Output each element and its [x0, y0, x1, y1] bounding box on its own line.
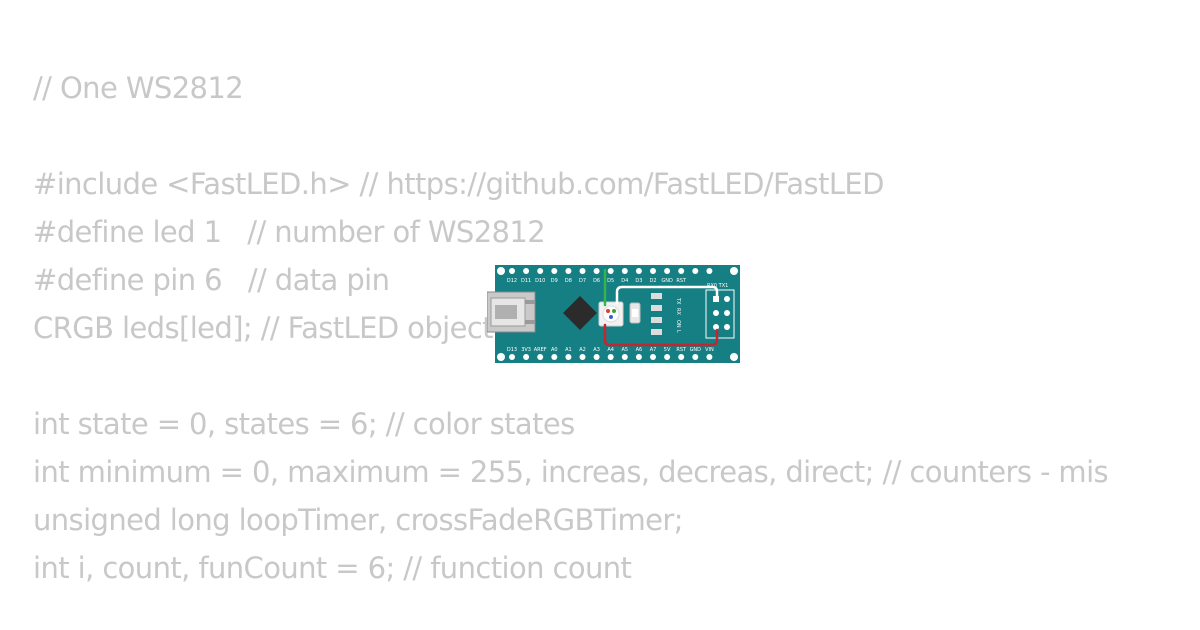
bottom-header-pins: [509, 354, 713, 360]
header-pin: [635, 268, 642, 274]
header-pin: [664, 354, 671, 360]
led-label-on: ON: [675, 320, 681, 328]
pin-label-d7: D7: [579, 278, 586, 284]
header-pin: [607, 354, 614, 360]
ws2812-led[interactable]: [598, 301, 624, 327]
pin-label-d10: D10: [535, 278, 545, 284]
header-pin: [537, 268, 544, 274]
pin-label-d8: D8: [565, 278, 572, 284]
pin-label-d3: D3: [635, 278, 642, 284]
pin-label-a0: A0: [551, 347, 558, 353]
header-pin: [579, 268, 586, 274]
pin-label-d11: D11: [521, 278, 531, 284]
pin-label-aref: AREF: [534, 347, 547, 353]
led-label-tx: TX: [675, 297, 681, 305]
header-pin: [537, 354, 544, 360]
header-pin: [621, 354, 628, 360]
code-line-define-led: #define led 1 // number of WS2812: [33, 215, 546, 249]
pin-label-a6: A6: [636, 347, 643, 353]
led-l: [651, 329, 662, 335]
code-line-state: int state = 0, states = 6; // color stat…: [33, 407, 575, 441]
pin-label-3v3: 3V3: [521, 347, 531, 353]
pin-label-gnd: GND: [661, 278, 673, 284]
header-pin: [678, 268, 685, 274]
header-pin: [509, 354, 515, 360]
led-on: [651, 317, 662, 323]
pin-label-a3: A3: [593, 347, 600, 353]
code-line-crgb: CRGB leds[led]; // FastLED object: [33, 311, 494, 345]
code-line-timers: unsigned long loopTimer, crossFadeRGBTim…: [33, 503, 683, 537]
pin-label-a2: A2: [579, 347, 586, 353]
header-pin: [706, 268, 713, 274]
pin-label-d4: D4: [621, 278, 628, 284]
led-label-rx: RX: [675, 308, 681, 315]
code-line-define-pin: #define pin 6 // data pin: [33, 263, 390, 297]
pin-label-a5: A5: [621, 347, 628, 353]
header-pin: [692, 354, 699, 360]
header-pin: [607, 268, 614, 274]
code-line-include: #include <FastLED.h> // https://github.c…: [33, 167, 884, 201]
pin-label-vin: VIN: [705, 347, 714, 353]
code-line-minimum: int minimum = 0, maximum = 255, increas,…: [33, 455, 1109, 489]
pin-label-5v: 5V: [664, 347, 671, 353]
mounting-hole: [497, 267, 505, 275]
header-pin: [664, 268, 671, 274]
pin-label-d2: D2: [649, 278, 656, 284]
header-pin: [621, 268, 628, 274]
pin-label-rst: RST: [676, 278, 687, 284]
header-pin: [706, 354, 713, 360]
header-pin: [678, 354, 685, 360]
header-pin: [593, 354, 600, 360]
pin-label-a4: A4: [607, 347, 614, 353]
header-pin: [579, 354, 586, 360]
usb-connector-icon: [487, 291, 536, 333]
header-pin: [692, 268, 699, 274]
header-pin: [523, 268, 530, 274]
pin-label-a7: A7: [650, 347, 657, 353]
mounting-hole: [730, 267, 738, 275]
header-pin: [509, 268, 515, 274]
pin-label-d13: D13: [507, 347, 517, 353]
header-pin: [565, 354, 572, 360]
icsp-header: [705, 289, 735, 339]
header-pin: [523, 354, 530, 360]
ground-wire[interactable]: [615, 285, 719, 305]
header-pin: [650, 268, 656, 274]
top-header-pins: [509, 268, 713, 274]
pin-label-d12: D12: [507, 278, 517, 284]
pin-label-a1: A1: [565, 347, 572, 353]
header-pin: [551, 268, 558, 274]
mounting-hole: [730, 353, 738, 361]
power-wire[interactable]: [603, 323, 719, 347]
led-label-l: L: [675, 330, 681, 333]
pin-label-gnd: GND: [690, 347, 702, 353]
pin-label-rst: RST: [676, 347, 687, 353]
pin-label-d6: D6: [593, 278, 600, 284]
code-line-comment: // One WS2812: [33, 71, 244, 105]
icsp-label: RX0 TX1: [707, 283, 728, 289]
code-line-funcount: int i, count, funCount = 6; // function …: [33, 551, 632, 585]
pin-label-d5: D5: [607, 278, 614, 284]
mounting-hole: [497, 353, 505, 361]
led-rx: [651, 305, 662, 311]
header-pin: [635, 354, 642, 360]
header-pin: [565, 268, 572, 274]
pin-label-d9: D9: [551, 278, 558, 284]
header-pin: [551, 354, 558, 360]
header-pin: [650, 354, 656, 360]
header-pin: [593, 268, 600, 274]
led-tx: [651, 293, 662, 299]
